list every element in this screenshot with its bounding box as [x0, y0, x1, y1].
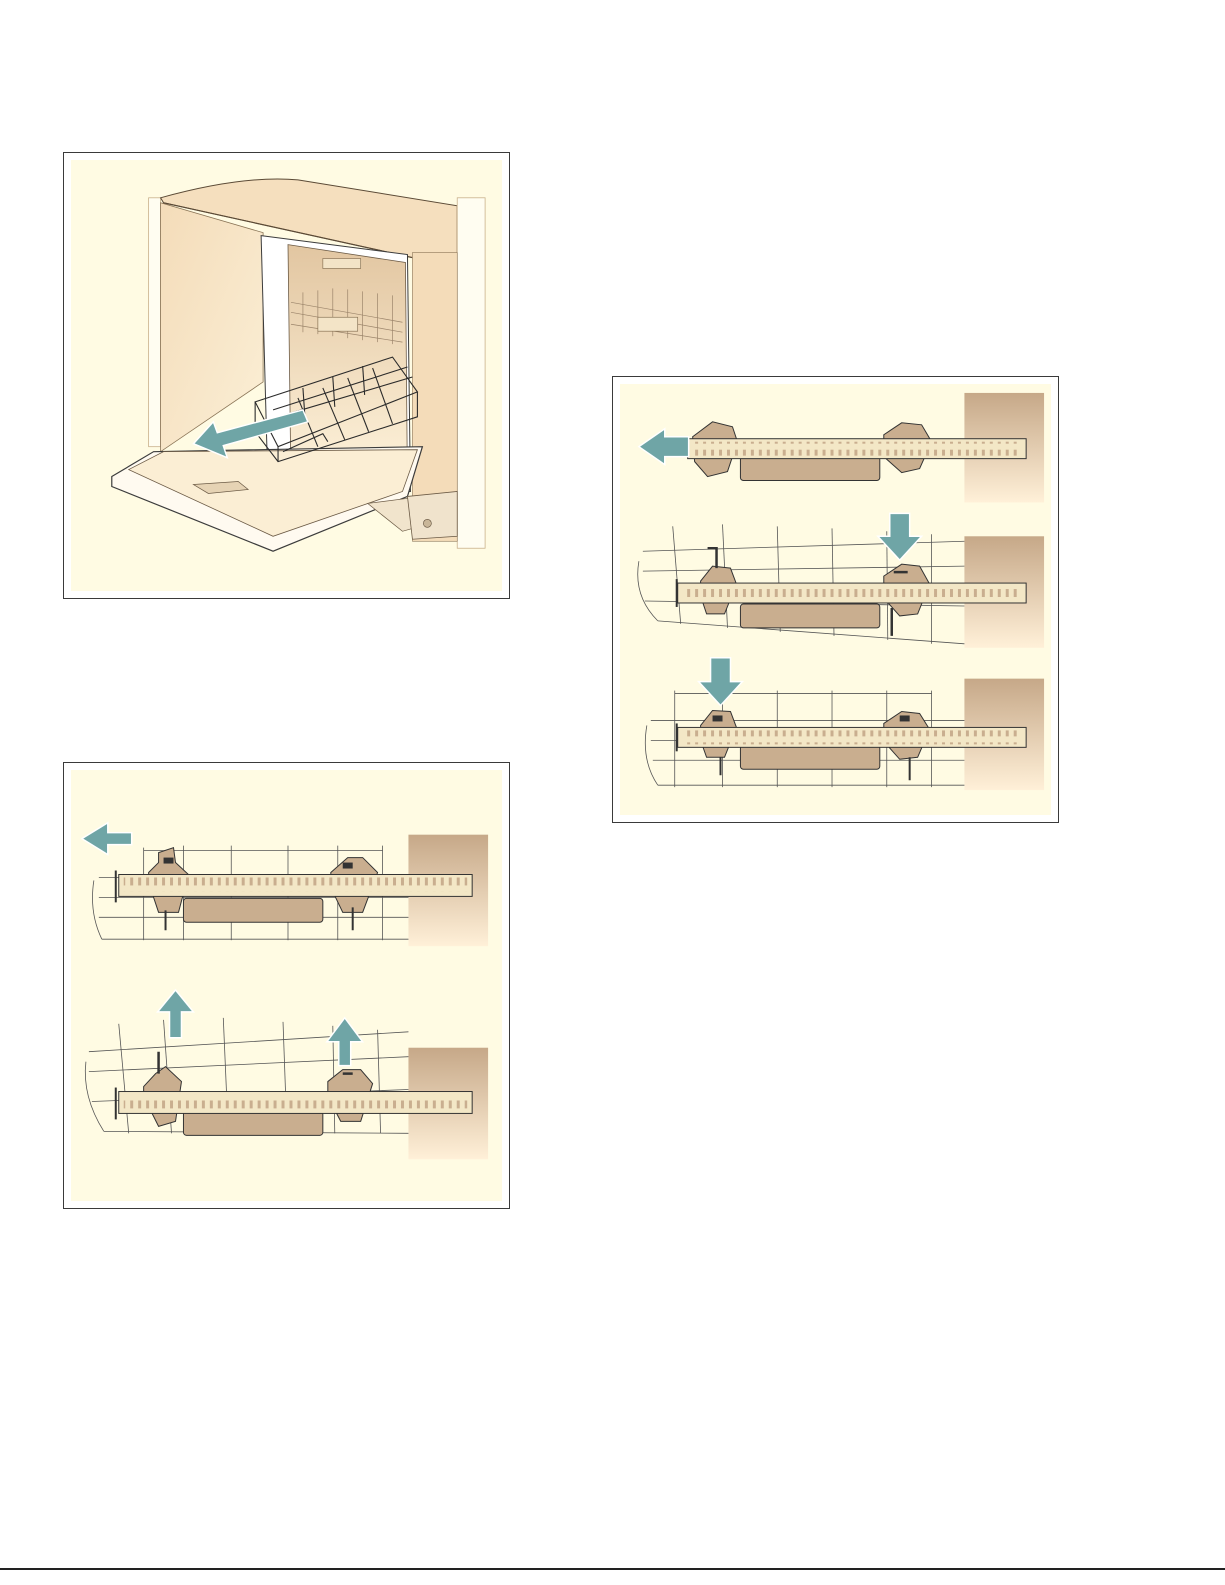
figure-clip-release [63, 762, 510, 1209]
lift-arrow-icon [327, 1018, 363, 1066]
footer-rule [0, 1568, 1225, 1570]
roller-housing [740, 457, 879, 481]
dishwasher-illustration [64, 153, 509, 598]
roller-housing [740, 745, 879, 769]
clip-engage-illustration [613, 377, 1058, 822]
clip-release-illustration [64, 763, 509, 1208]
figure-rack-removal [63, 152, 510, 599]
press-down-arrow-icon [699, 658, 743, 706]
roller-housing [183, 1111, 322, 1135]
pull-left-arrow-icon [82, 823, 132, 855]
lift-arrow-icon [158, 990, 194, 1038]
pull-left-arrow-icon [639, 429, 689, 465]
figure-clip-engage [612, 376, 1059, 823]
roller-housing [740, 604, 879, 628]
roller-housing [183, 898, 322, 922]
press-down-arrow-icon [878, 513, 922, 560]
